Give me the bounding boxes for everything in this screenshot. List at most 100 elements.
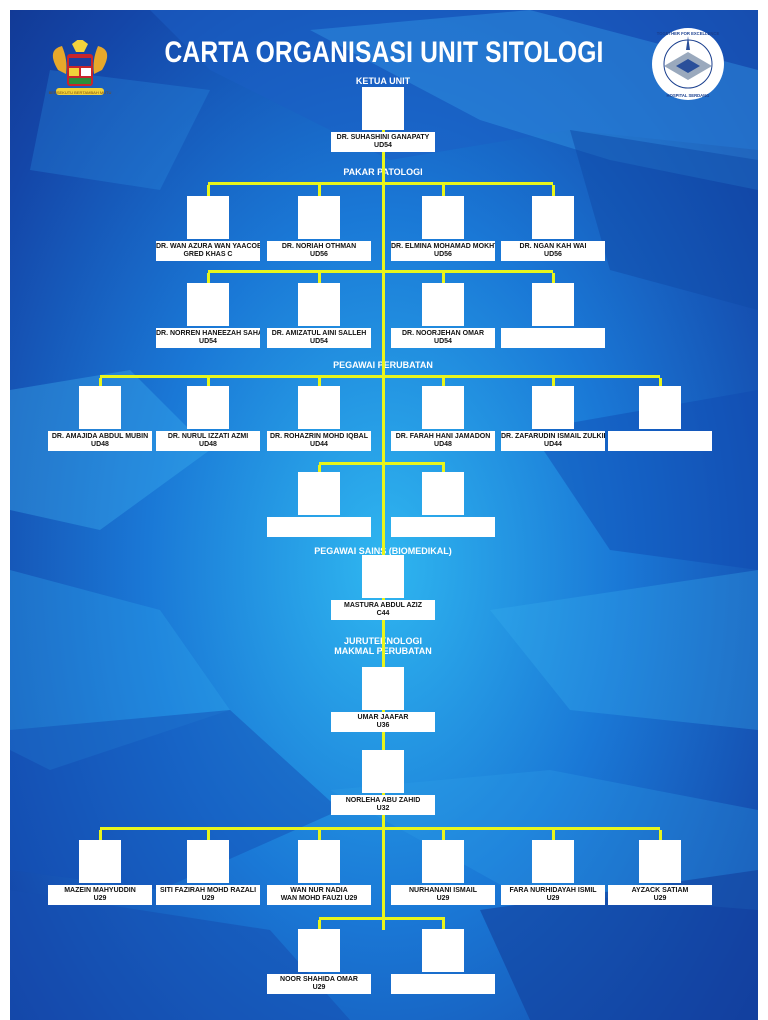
staff-photo: [362, 667, 404, 710]
connector-drop: [207, 378, 210, 386]
connector-pakar-row2: [208, 270, 553, 273]
connector-drop: [552, 830, 555, 840]
page-title: CARTA ORGANISASI UNIT SITOLOGI: [164, 36, 604, 69]
section-ketua-unit: KETUA UNIT: [355, 76, 411, 86]
staff-photo: [298, 929, 340, 972]
staff-name: MAZEIN MAHYUDDIN: [64, 887, 136, 894]
connector-pegawai-sub: [319, 462, 445, 465]
staff-photo: [362, 87, 404, 130]
staff-grade: C44: [376, 610, 390, 617]
staff-photo: [639, 386, 681, 429]
svg-text:TOGETHER FOR EXCELLENCE: TOGETHER FOR EXCELLENCE: [657, 31, 720, 36]
staff-photo: [422, 929, 464, 972]
staff-grade: UD44: [310, 441, 328, 448]
connector-drop: [442, 378, 445, 386]
main-connector: [382, 122, 385, 930]
connector-pegawai-row: [100, 375, 660, 378]
staff-grade: GRED KHAS C: [183, 251, 233, 258]
staff-photo: [298, 386, 340, 429]
staff-photo: [187, 283, 229, 326]
staff-name: DR. SUHASHINI GANAPATY: [336, 134, 430, 141]
staff-grade: U32: [376, 805, 390, 812]
staff-name: DR. WAN AZURA WAN YAACOB: [156, 243, 260, 250]
staff-name: DR. FARAH HANI JAMADON: [395, 433, 491, 440]
staff-grade: UD44: [544, 441, 562, 448]
connector-pakar-row1: [208, 182, 553, 185]
connector-drop: [207, 273, 210, 283]
staff-grade: WAN MOHD FAUZI U29: [280, 895, 358, 902]
staff-photo: [79, 386, 121, 429]
connector-drop: [318, 185, 321, 196]
staff-photo: [187, 386, 229, 429]
staff-name: DR. NGAN KAH WAI: [519, 243, 587, 250]
staff-grade: U36: [376, 722, 390, 729]
staff-name: NORLEHA ABU ZAHID: [345, 797, 421, 804]
staff-name: SITI FAZIRAH MOHD RAZALI: [159, 887, 257, 894]
org-chart-poster: BERSEKUTU BERTAMBAH MUTU TOGETHER FOR EX…: [10, 10, 758, 1020]
connector-juru-sub: [319, 917, 445, 920]
staff-grade: UD56: [544, 251, 562, 258]
staff-grade: U29: [436, 895, 450, 902]
staff-label: [608, 431, 712, 451]
staff-photo: [298, 196, 340, 239]
connector-drop: [318, 273, 321, 283]
staff-photo: [639, 840, 681, 883]
staff-grade: U29: [312, 984, 326, 991]
staff-grade: UD56: [310, 251, 328, 258]
staff-name: NURHANANI ISMAIL: [408, 887, 478, 894]
staff-photo: [187, 840, 229, 883]
staff-name: AYZACK SATIAM: [631, 887, 689, 894]
staff-photo: [422, 472, 464, 515]
staff-grade: UD54: [310, 338, 328, 345]
connector-drop: [318, 465, 321, 472]
staff-photo: [532, 840, 574, 883]
staff-name: DR. NURUL IZZATI AZMI: [167, 433, 249, 440]
staff-photo: [298, 840, 340, 883]
connector-drop: [442, 185, 445, 196]
staff-photo: [298, 472, 340, 515]
staff-photo: [422, 386, 464, 429]
connector-drop: [442, 465, 445, 472]
staff-photo: [422, 840, 464, 883]
staff-label: [267, 517, 371, 537]
staff-grade: U29: [546, 895, 560, 902]
connector-drop: [442, 830, 445, 840]
staff-name: DR. NORREN HANEEZAH SAHAK: [156, 330, 260, 337]
connector-drop: [442, 273, 445, 283]
staff-name: DR. ROHAZRIN MOHD IQBAL: [270, 433, 368, 440]
connector-drop: [318, 378, 321, 386]
connector-drop: [442, 920, 445, 929]
staff-photo: [422, 196, 464, 239]
malaysia-coat-of-arms-icon: BERSEKUTU BERTAMBAH MUTU: [49, 40, 112, 95]
staff-name: DR. NOORJEHAN OMAR: [401, 330, 485, 337]
staff-photo: [362, 750, 404, 793]
staff-photo: [422, 283, 464, 326]
connector-drop: [659, 378, 662, 386]
staff-label: DR. ELMINA MOHAMAD MOKHTARUD56: [391, 241, 495, 261]
connector-drop: [659, 830, 662, 840]
staff-name: DR. NORIAH OTHMAN: [281, 243, 357, 250]
staff-grade: U29: [93, 895, 107, 902]
staff-label: [391, 517, 495, 537]
staff-name: DR. ELMINA MOHAMAD MOKHTAR: [391, 243, 495, 250]
svg-text:BERSEKUTU BERTAMBAH MUTU: BERSEKUTU BERTAMBAH MUTU: [49, 90, 112, 95]
staff-grade: UD48: [91, 441, 109, 448]
